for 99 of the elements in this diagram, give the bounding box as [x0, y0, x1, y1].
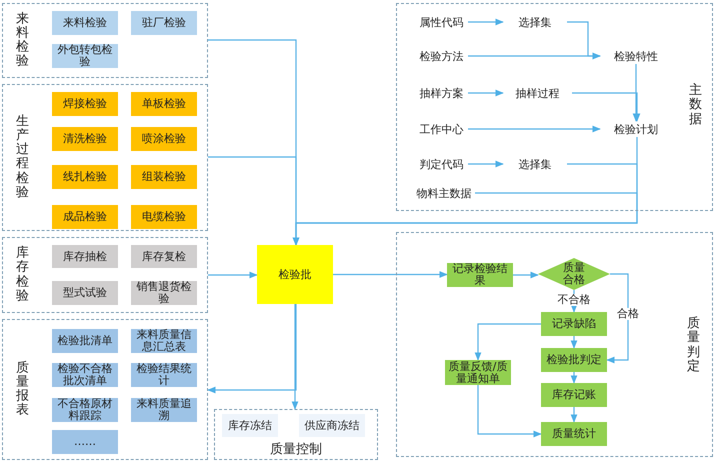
item-box: [131, 245, 197, 268]
box-label: 焊接检验: [62, 98, 108, 110]
group-panel: [2, 319, 208, 460]
box-label: 组装检验: [141, 171, 187, 183]
data-item-label: 属性代码: [415, 14, 468, 30]
box-label: 质量统计: [551, 428, 597, 440]
process-box: [541, 383, 607, 407]
arrow: [570, 407, 578, 423]
box-label: 库存抽检: [62, 250, 108, 262]
item-box: [52, 92, 118, 116]
data-item-label: 选择集: [503, 14, 567, 30]
box-label: 供应商冻结: [304, 420, 360, 432]
data-item-label: 选择集: [503, 156, 567, 172]
item-box: [131, 92, 197, 116]
box-label: 库存记账: [551, 389, 597, 401]
inspection-lot-box: [257, 245, 333, 304]
data-item-label: 抽样过程: [503, 85, 572, 101]
group-panel: [2, 237, 208, 313]
process-box: [541, 348, 607, 372]
arrow: [632, 64, 640, 122]
data-item-label: 工作中心: [415, 121, 468, 137]
item-box: [52, 430, 118, 454]
arrow: [468, 160, 504, 168]
item-box: [52, 11, 118, 35]
arrow: [513, 272, 539, 278]
group-title: 质量判定: [687, 317, 700, 374]
item-box: [52, 281, 118, 305]
group-title: 质量控制: [270, 441, 322, 458]
box-label: 清洗检验: [62, 133, 108, 145]
arrow: [292, 304, 298, 410]
arrow: [474, 323, 541, 361]
box-label: 记录缺陷: [551, 318, 597, 330]
data-item-label: 抽样方案: [415, 85, 468, 101]
box-label: 成品检验: [62, 211, 108, 223]
process-box: [541, 312, 607, 336]
group-panel: [2, 84, 208, 231]
item-box: [131, 127, 197, 151]
item-box: [52, 329, 118, 353]
group-title: 质量报表: [16, 360, 29, 418]
arrow: [333, 271, 448, 278]
item-box: [52, 165, 118, 189]
edge-label: 不合格: [556, 294, 592, 306]
box-label: 记录检验结果: [452, 263, 508, 287]
decision-diamond: [538, 258, 610, 290]
decision-label: 质量合格: [562, 262, 586, 286]
box-label: 不合格原材料跟踪: [56, 398, 114, 422]
item-box: [52, 205, 118, 229]
box-label: 检验不合格批次清单: [56, 363, 114, 387]
group-panel: [396, 232, 713, 457]
group-title: 生产过程检验: [16, 114, 29, 200]
box-label: 检验批判定: [546, 354, 602, 366]
box-label: 驻厂检验: [141, 17, 187, 29]
group-panel: [396, 3, 713, 211]
group-panel: [214, 409, 378, 460]
arrow: [570, 336, 578, 349]
box-label: 检验批清单: [56, 335, 114, 347]
box-label: 来料检验: [62, 17, 108, 29]
box-label: 销售退货检验: [136, 281, 192, 305]
arrow: [468, 18, 504, 26]
data-item-label: 判定代码: [415, 156, 468, 172]
box-label: 库存冻结: [227, 420, 273, 432]
arrow: [468, 126, 601, 132]
arrow: [572, 92, 640, 122]
box-label: 检验结果统计: [136, 363, 192, 387]
item-box: [131, 165, 197, 189]
data-item-label: 检验方法: [415, 48, 468, 64]
data-item-label: 检验计划: [600, 121, 672, 137]
arrow: [570, 372, 578, 384]
arrow: [606, 273, 629, 364]
arrow: [477, 385, 542, 438]
box-label: 质量反馈/质量通知单: [448, 360, 508, 384]
box-label: ……: [73, 436, 97, 448]
box-label: 电缆检验: [141, 211, 187, 223]
box-label: 型式试验: [62, 287, 108, 299]
item-box: [131, 205, 197, 229]
arrow: [468, 52, 601, 60]
box-label: 来料质量追溯: [136, 398, 192, 422]
arrow: [292, 192, 638, 246]
box-label: 库存复检: [141, 250, 187, 262]
box-label: 线扎检验: [62, 171, 108, 183]
arrow: [208, 272, 258, 278]
box-label: 喷涂检验: [141, 133, 187, 145]
box-label: 单板检验: [141, 98, 187, 110]
item-box: [52, 127, 118, 151]
item-box: [131, 11, 197, 35]
arrow: [468, 90, 504, 96]
group-title: 来料检验: [16, 12, 29, 70]
group-title: 库存检验: [16, 246, 29, 304]
process-box: [541, 422, 607, 446]
box-label: 检验批: [278, 268, 312, 280]
data-item-label: 检验特性: [600, 48, 672, 64]
item-box: [52, 245, 118, 268]
data-item-label: 物料主数据: [413, 185, 475, 201]
box-label: 外包转包检验: [56, 44, 114, 68]
group-title: 主数据: [689, 84, 702, 127]
group-panel: [2, 3, 208, 78]
arrow: [207, 304, 297, 394]
box-label: 来料质量信息汇总表: [136, 329, 192, 353]
edge-label: 合格: [616, 308, 640, 320]
